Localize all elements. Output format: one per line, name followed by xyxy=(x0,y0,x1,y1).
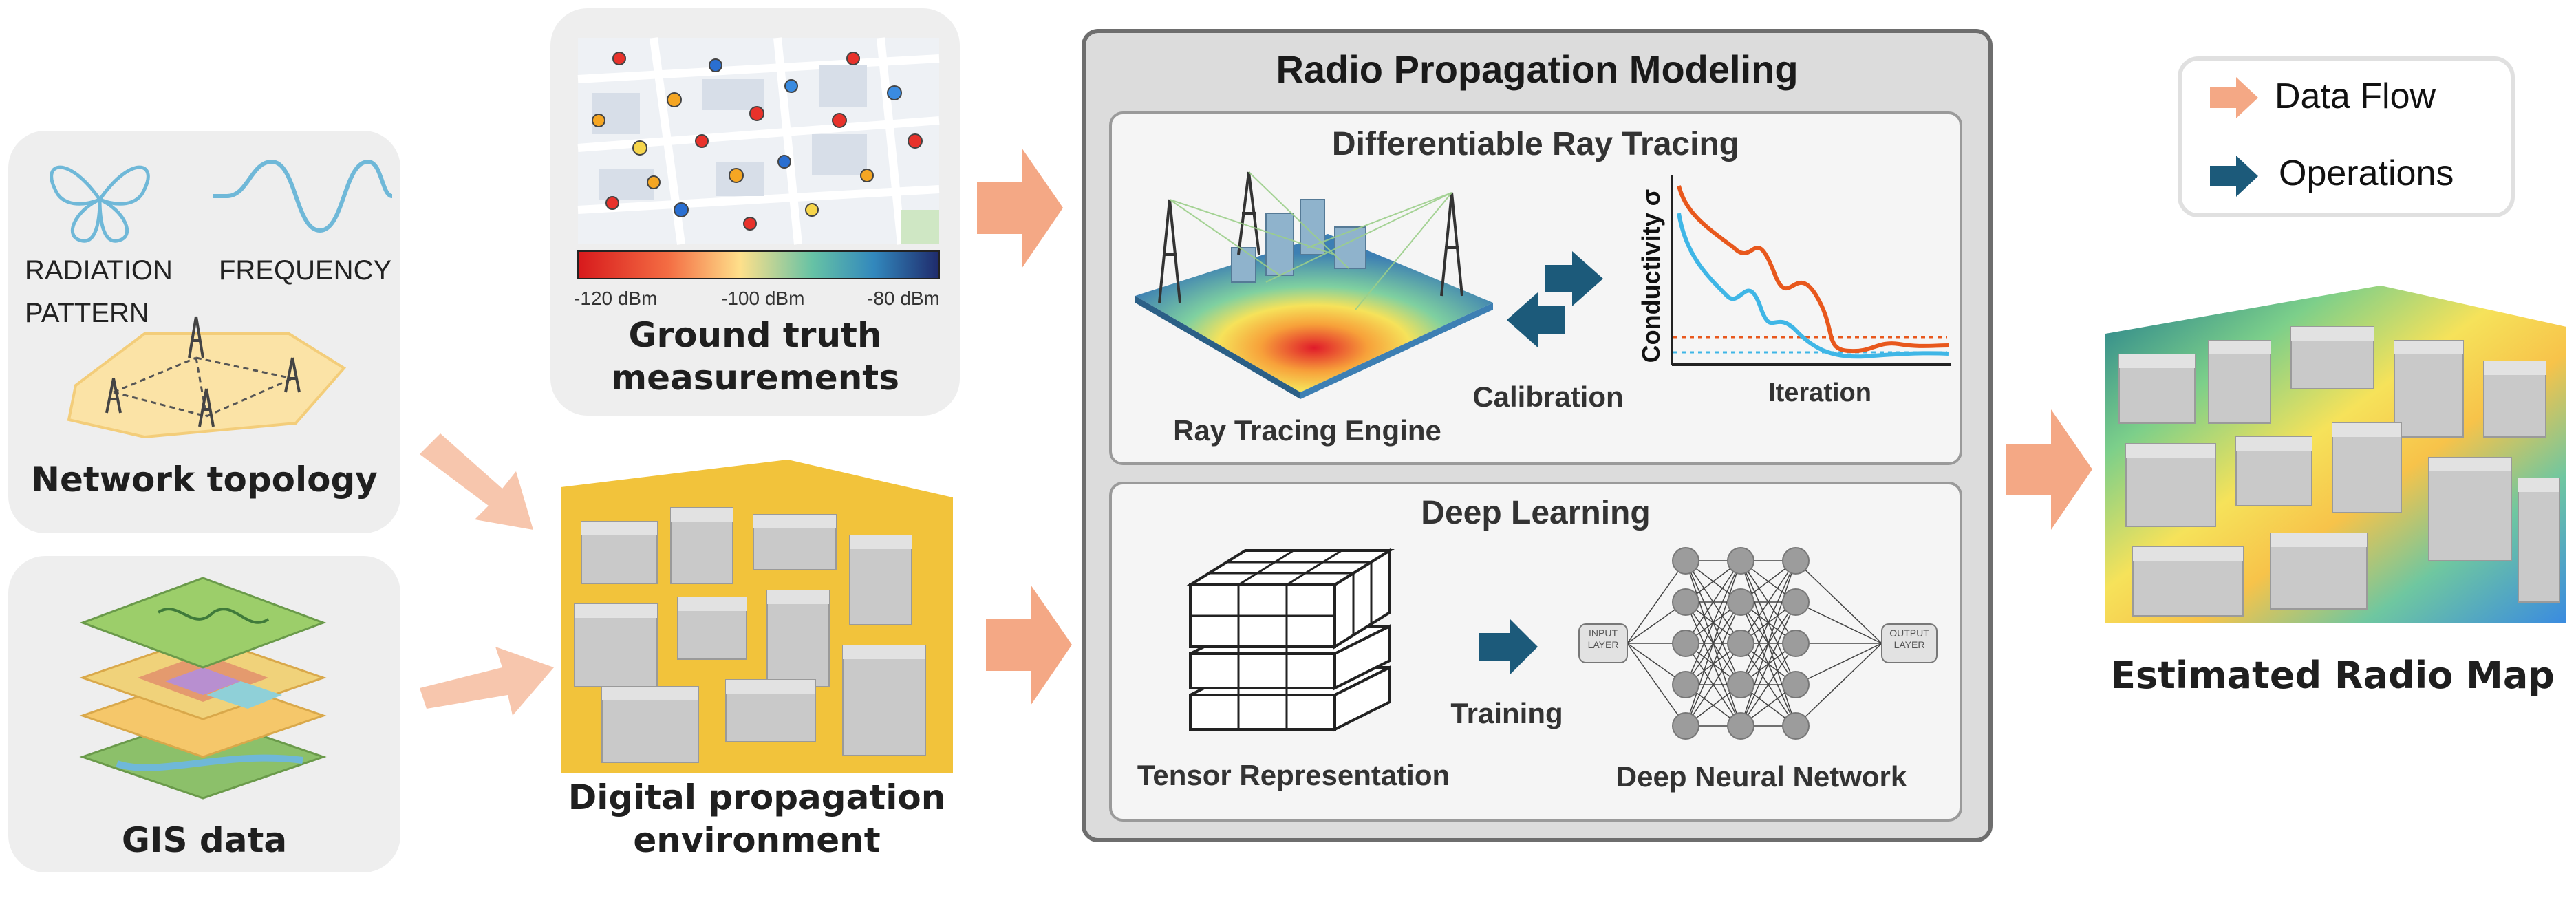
data-flow-legend-arrow xyxy=(2210,77,2258,118)
operations-legend-label: Operations xyxy=(2279,153,2454,193)
legend-box xyxy=(2178,56,2515,217)
estimated-radio-map-caption: Estimated Radio Map xyxy=(2110,654,2555,697)
training-label: Training xyxy=(1450,697,1563,729)
scale-min-label: -120 dBm xyxy=(574,288,658,309)
digital-environment-caption: Digital propagation environment xyxy=(568,778,946,860)
ray-tracing-title: Differentiable Ray Tracing xyxy=(1331,126,1740,162)
x-axis-label: Iteration xyxy=(1768,378,1871,407)
data-flow-arrow-output xyxy=(2006,409,2092,530)
digital-environment-image xyxy=(561,460,953,773)
training-arrow-icon xyxy=(1479,619,1538,674)
data-flow-arrow-measurements xyxy=(977,148,1063,268)
estimated-radio-map-image xyxy=(2105,286,2566,623)
input-layer-label: INPUT LAYER xyxy=(1587,628,1619,650)
ground-truth-caption: Ground truth measurements xyxy=(611,315,899,398)
y-axis-label: Conductivity σ xyxy=(1637,189,1665,363)
output-layer-label: OUTPUT LAYER xyxy=(1889,628,1929,650)
measurement-map-image xyxy=(577,37,940,245)
data-flow-legend-label: Data Flow xyxy=(2275,76,2436,116)
gis-layers-icon xyxy=(79,577,327,800)
network-topology-caption: Network topology xyxy=(31,460,378,500)
calibration-arrows-icon xyxy=(1507,251,1603,347)
tensor-cube-icon xyxy=(1185,548,1395,732)
ray-tracing-scene-image xyxy=(1135,171,1493,399)
frequency-wave-icon xyxy=(213,159,393,233)
scale-mid-label: -100 dBm xyxy=(721,288,805,309)
network-topology-card xyxy=(8,131,400,533)
frequency-label: FREQUENCY xyxy=(219,255,392,286)
ray-tracing-engine-label: Ray Tracing Engine xyxy=(1173,414,1441,447)
network-topology-map-icon xyxy=(67,316,347,439)
operations-legend-arrow xyxy=(2210,156,2258,197)
radiation-pattern-icon xyxy=(50,165,150,243)
radiation-pattern-label: RADIATION PATTERN xyxy=(25,255,173,328)
deep-learning-title: Deep Learning xyxy=(1421,495,1651,531)
data-flow-arrow-network xyxy=(420,433,533,530)
data-flow-arrow-gis xyxy=(420,647,554,716)
tensor-representation-label: Tensor Representation xyxy=(1137,759,1450,791)
scale-max-label: -80 dBm xyxy=(867,288,940,309)
gis-data-caption: GIS data xyxy=(121,820,288,860)
dbm-color-scale xyxy=(577,250,940,279)
modeling-title: Radio Propagation Modeling xyxy=(1276,47,1799,91)
conductivity-chart xyxy=(1671,175,1951,366)
calibration-label: Calibration xyxy=(1472,381,1624,413)
deep-neural-network-label: Deep Neural Network xyxy=(1616,760,1907,793)
neural-network-diagram xyxy=(1578,547,1938,740)
data-flow-arrow-environment xyxy=(986,585,1072,705)
